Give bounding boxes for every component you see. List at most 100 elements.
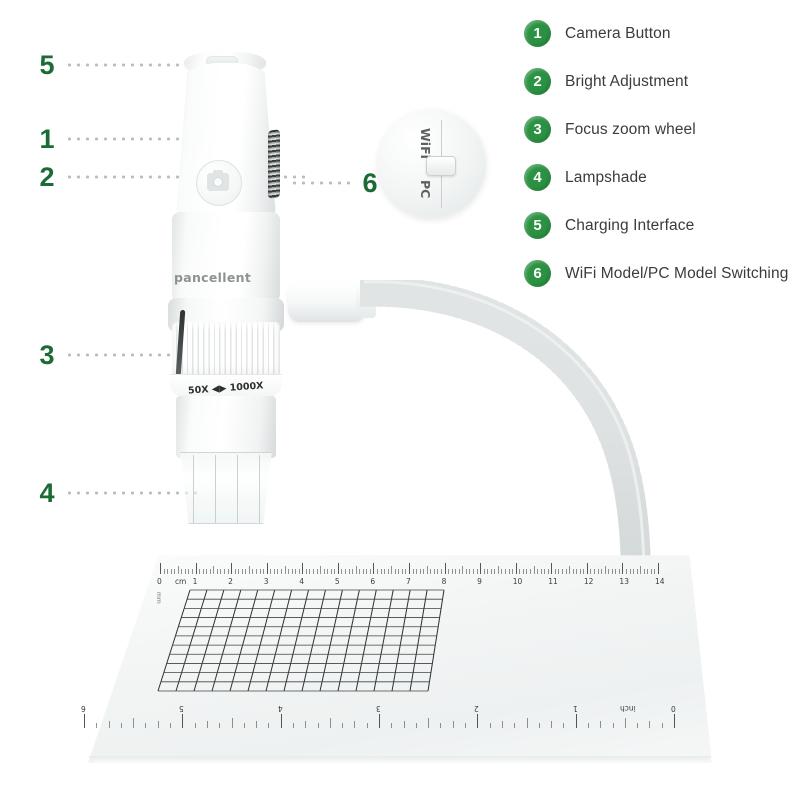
ruler-tick	[565, 569, 567, 574]
ruler-tick	[600, 721, 602, 728]
ruler-tick	[526, 569, 528, 574]
ruler-tick	[182, 714, 184, 728]
ruler-tick-label: 4	[277, 704, 283, 713]
ruler-tick	[195, 563, 197, 574]
ruler-tick	[444, 563, 446, 574]
ruler-tick	[305, 569, 307, 574]
ruler-tick	[477, 714, 479, 728]
ruler-tick	[206, 721, 208, 728]
ruler-tick-label: 4	[299, 577, 305, 586]
ruler-tick	[157, 721, 159, 728]
ruler-tick	[145, 723, 147, 728]
ruler-tick-label: 5	[334, 577, 340, 586]
legend-item-6: 6 WiFi Model/PC Model Switching	[524, 260, 796, 287]
ruler-tick	[177, 566, 179, 574]
ruler-tick	[458, 569, 460, 574]
ruler-tick	[529, 569, 531, 574]
bright-adjustment-wheel[interactable]	[268, 129, 280, 199]
ruler-tick	[625, 569, 627, 574]
ruler-tick	[354, 721, 356, 728]
ruler-tick	[323, 569, 325, 574]
ruler-tick	[96, 723, 98, 728]
legend-label-6: WiFi Model/PC Model Switching	[565, 264, 789, 282]
ruler-tick	[188, 569, 190, 574]
ruler-tick	[433, 569, 435, 574]
legend-item-1: 1 Camera Button	[524, 20, 796, 47]
ruler-tick-label: 2	[228, 577, 233, 586]
microscope-lower-barrel	[176, 396, 276, 458]
ruler-tick	[327, 569, 329, 574]
ruler-tick	[376, 569, 378, 574]
ruler-tick	[391, 723, 393, 728]
ruler-tick	[650, 569, 652, 574]
switch-knob[interactable]	[426, 156, 456, 176]
callout-number-4: 4	[39, 477, 55, 508]
ruler-tick	[654, 569, 656, 574]
ruler-tick	[302, 563, 304, 574]
ruler-tick	[476, 569, 478, 574]
measuring-grid: mm	[155, 588, 446, 693]
ruler-tick	[216, 569, 218, 574]
gooseneck-arm	[360, 280, 660, 580]
legend-badge-4: 4	[524, 164, 551, 191]
callout-number-1: 1	[39, 123, 55, 154]
ruler-tick	[462, 566, 464, 574]
ruler-tick	[629, 569, 631, 574]
ruler-tick-label: 1	[572, 704, 578, 713]
ruler-tick	[455, 569, 457, 574]
ruler-tick	[384, 569, 386, 574]
ruler-tick	[284, 566, 286, 574]
microscope-midsection	[172, 212, 280, 302]
ruler-tick	[637, 723, 639, 728]
ruler-tick	[537, 569, 539, 574]
focus-range-label: 50X ◀▶ 1000X	[187, 379, 265, 397]
ruler-tick	[487, 569, 489, 574]
ruler-tick	[133, 718, 135, 728]
legend-item-5: 5 Charging Interface	[524, 212, 796, 239]
legend-badge-2: 2	[524, 68, 551, 95]
ruler-tick	[220, 569, 222, 574]
ruler-tick	[312, 569, 314, 574]
legend-item-3: 3 Focus zoom wheel	[524, 116, 796, 143]
ruler-tick	[423, 569, 425, 574]
ruler-tick	[298, 569, 300, 574]
ruler-tick	[416, 569, 418, 574]
ruler-tick	[615, 569, 617, 574]
callout-number-5: 5	[39, 49, 55, 80]
legend-badge-1: 1	[524, 20, 551, 47]
ruler-tick	[280, 569, 282, 574]
ruler-tick	[412, 569, 414, 574]
ruler-tick	[540, 569, 542, 574]
legend-item-4: 4 Lampshade	[524, 164, 796, 191]
ruler-tick	[611, 569, 613, 574]
ruler-tick	[243, 723, 245, 728]
ruler-tick	[252, 569, 254, 574]
ruler-tick	[398, 569, 400, 574]
ruler-tick	[291, 569, 293, 574]
ruler-tick	[174, 569, 176, 574]
ruler-tick	[428, 718, 430, 728]
ruler-tick-label: 11	[548, 577, 558, 586]
ruler-tick	[366, 569, 368, 574]
ruler-tick	[163, 569, 165, 574]
legend-label-1: Camera Button	[565, 24, 671, 42]
ruler-tick	[234, 569, 236, 574]
legend-item-2: 2 Bright Adjustment	[524, 68, 796, 95]
ruler-tick-label: 6	[81, 704, 86, 713]
ruler-tick	[317, 723, 319, 728]
ruler-tick	[430, 569, 432, 574]
legend-list: 1 Camera Button 2 Bright Adjustment 3 Fo…	[524, 20, 796, 308]
callout-5: 5	[38, 50, 215, 80]
ruler-tick	[259, 569, 261, 574]
ruler-tick	[547, 569, 549, 574]
ruler-tick	[160, 563, 161, 574]
lampshade-rib	[215, 455, 217, 523]
focus-zoom-wheel[interactable]	[172, 322, 280, 378]
ruler-tick	[579, 569, 581, 574]
legend-label-4: Lampshade	[565, 168, 647, 186]
callout-leader-4	[65, 491, 200, 495]
wifi-pc-switch-detail: WiFi PC	[378, 110, 486, 218]
